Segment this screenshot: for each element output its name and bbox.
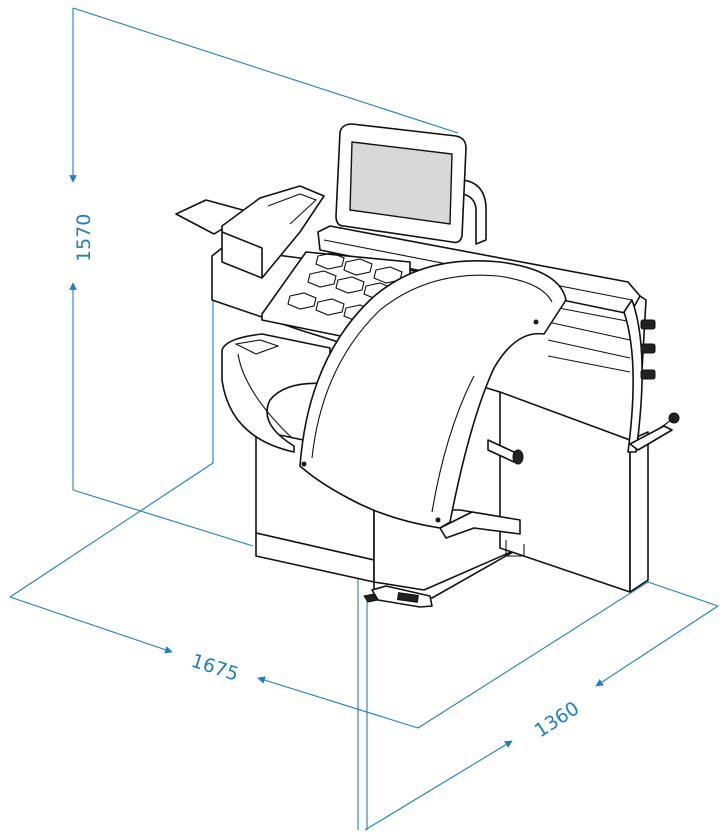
- height-dimension-label: 1570: [73, 214, 95, 262]
- balancer-machine: [175, 123, 680, 608]
- monitor: [335, 123, 467, 244]
- wheel-guard: [299, 260, 567, 539]
- width-dimension-label: 1675: [188, 650, 241, 686]
- depth-dimension-label: 1360: [531, 697, 584, 742]
- side-knobs: [640, 319, 656, 380]
